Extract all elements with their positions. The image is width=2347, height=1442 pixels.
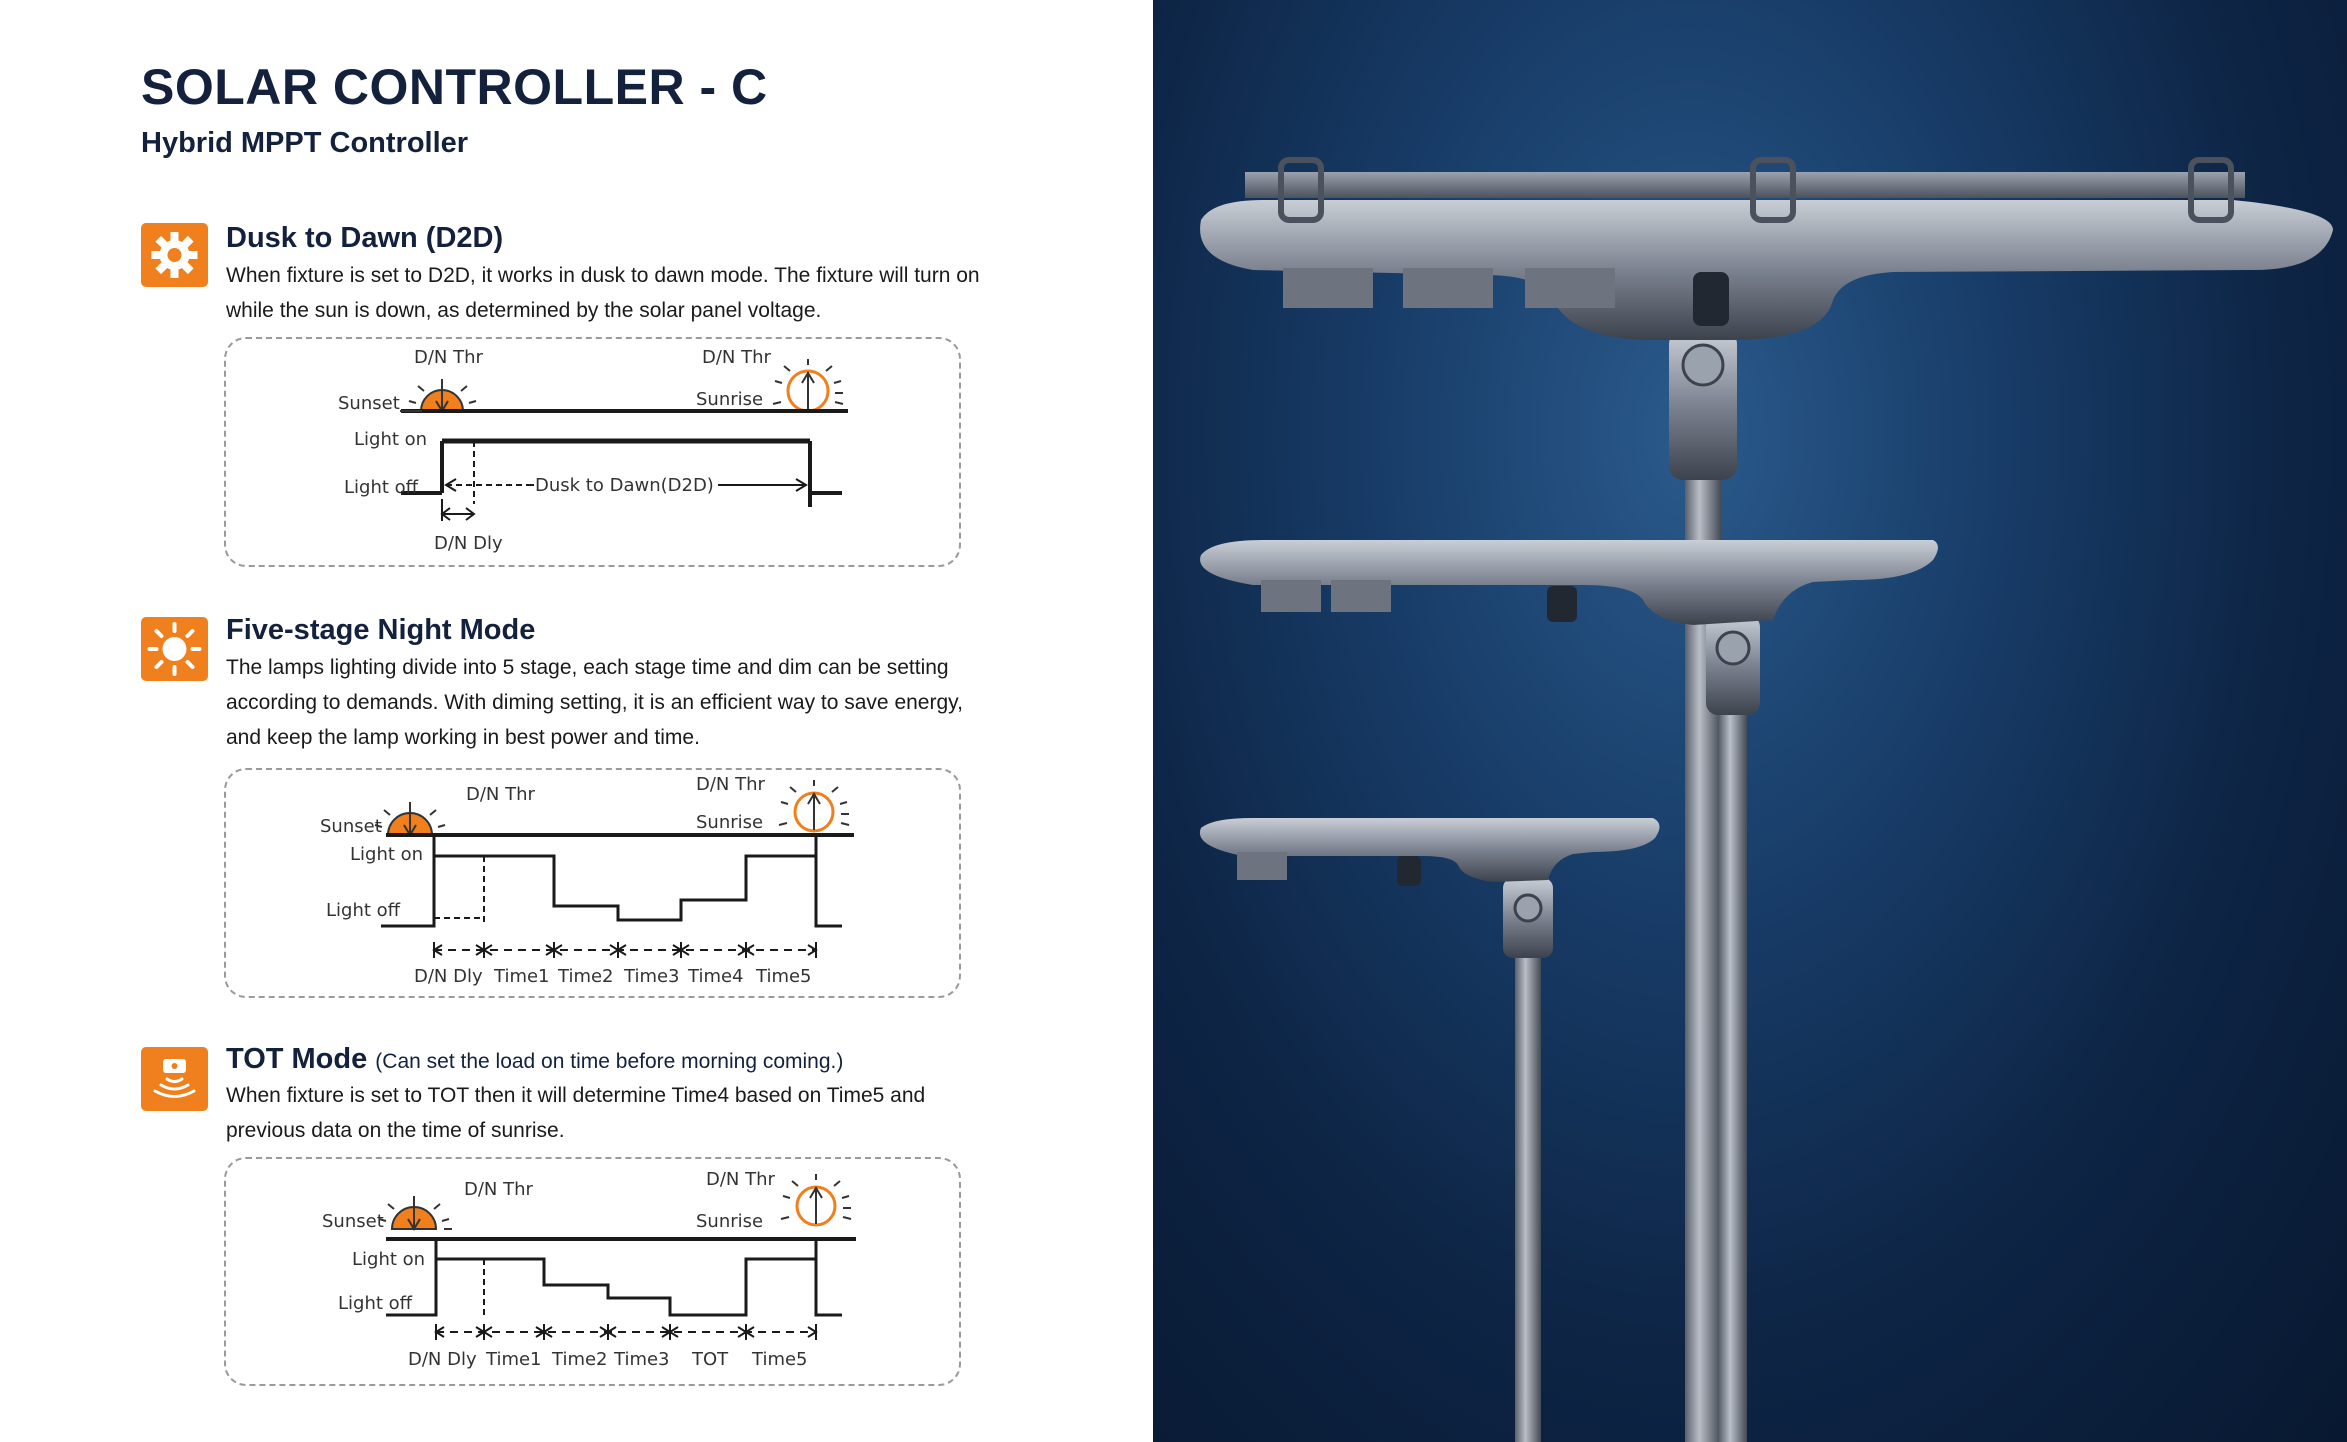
label-d2d: Dusk to Dawn(D2D) — [535, 475, 714, 496]
label-sunrise: Sunrise — [696, 812, 763, 833]
left-panel: SOLAR CONTROLLER - C Hybrid MPPT Control… — [0, 0, 1153, 1442]
label-light-off: Light off — [344, 477, 419, 498]
label-dn-dly: D/N Dly — [434, 533, 503, 554]
label-time1: Time1 — [493, 966, 550, 987]
label-time4: Time4 — [687, 966, 744, 987]
tot-note: (Can set the load on time before morning… — [375, 1050, 844, 1073]
label-sunrise: Sunrise — [696, 389, 763, 410]
label-time1: Time1 — [485, 1349, 542, 1370]
tot-title-text: TOT Mode — [226, 1043, 368, 1075]
label-light-on: Light on — [354, 429, 427, 450]
label-dn-thr-left: D/N Thr — [464, 1179, 534, 1200]
label-dn-dly: D/N Dly — [414, 966, 483, 987]
section-title-d2d: Dusk to Dawn (D2D) — [226, 222, 504, 254]
label-time5: Time5 — [751, 1349, 808, 1370]
section-desc-d2d: When fixture is set to D2D, it works in … — [226, 264, 980, 322]
label-time2: Time2 — [557, 966, 614, 987]
medium-street-light — [1200, 540, 1938, 1442]
section-title-tot: TOT Mode (Can set the load on time befor… — [226, 1043, 843, 1076]
street-lights-illustration — [1199, 157, 2333, 1442]
sunrise-rays — [772, 359, 844, 405]
label-light-off: Light off — [338, 1293, 413, 1314]
label-time3: Time3 — [623, 966, 680, 987]
large-street-light — [1200, 157, 2333, 1442]
sun-icon — [141, 617, 208, 681]
label-time2: Time2 — [551, 1349, 608, 1370]
page-title: SOLAR CONTROLLER - C — [141, 59, 768, 115]
diagram-five-stage: D/N Thr D/N Thr Sunset Sunrise Light on … — [224, 768, 961, 998]
label-sunset: Sunset — [338, 393, 400, 414]
label-light-on: Light on — [352, 1249, 425, 1270]
label-time3: Time3 — [613, 1349, 670, 1370]
label-sunset: Sunset — [322, 1211, 384, 1232]
section-desc-five-stage: The lamps lighting divide into 5 stage, … — [226, 656, 963, 749]
sensor-icon — [141, 1047, 208, 1111]
label-dn-thr-left: D/N Thr — [414, 347, 484, 368]
product-photo — [1153, 0, 2347, 1442]
gear-icon — [141, 223, 208, 287]
label-dn-thr-right: D/N Thr — [702, 347, 772, 368]
label-light-off: Light off — [326, 900, 401, 921]
label-time5: Time5 — [755, 966, 812, 987]
diagram-d2d: D/N Thr D/N Thr Sunset Sunrise Light on … — [224, 337, 961, 567]
label-dn-thr-right: D/N Thr — [706, 1169, 776, 1190]
label-dn-dly: D/N Dly — [408, 1349, 477, 1370]
label-sunrise: Sunrise — [696, 1211, 763, 1232]
section-title-five-stage: Five-stage Night Mode — [226, 614, 536, 646]
label-tot: TOT — [691, 1349, 729, 1370]
label-sunset: Sunset — [320, 816, 382, 837]
page-subtitle: Hybrid MPPT Controller — [141, 127, 469, 159]
diagram-tot: D/N Thr D/N Thr Sunset Sunrise Light on … — [224, 1157, 961, 1386]
label-dn-thr-left: D/N Thr — [466, 784, 536, 805]
label-light-on: Light on — [350, 844, 423, 865]
section-desc-tot: When fixture is set to TOT then it will … — [226, 1084, 926, 1142]
small-street-light — [1199, 818, 1660, 1442]
label-dn-thr-right: D/N Thr — [696, 774, 766, 795]
